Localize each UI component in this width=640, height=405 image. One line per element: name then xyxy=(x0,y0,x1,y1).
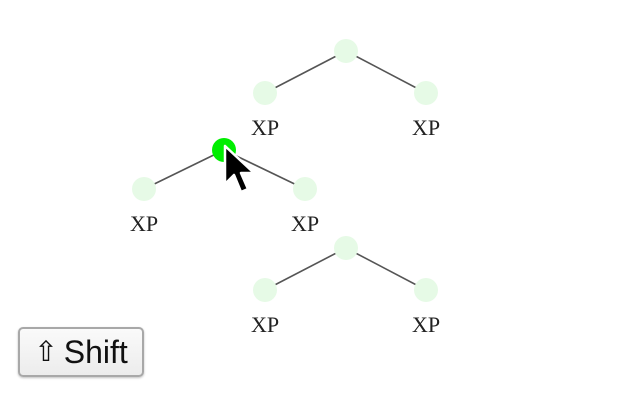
root-node-selected[interactable] xyxy=(212,138,236,162)
root-node[interactable] xyxy=(334,236,358,260)
shift-key-label: Shift xyxy=(63,333,128,370)
tree-3: XP XP xyxy=(251,236,440,337)
tree-2: XP XP xyxy=(130,138,319,236)
child-node[interactable] xyxy=(253,81,277,105)
tree-edge xyxy=(264,50,347,94)
child-node[interactable] xyxy=(293,177,317,201)
tree-edge xyxy=(345,50,427,94)
tree-edge xyxy=(264,247,347,291)
tree-edge xyxy=(143,149,225,190)
node-label: XP xyxy=(130,211,158,236)
tree-1: XP XP xyxy=(251,39,440,140)
tree-edge xyxy=(345,247,427,291)
node-label: XP xyxy=(251,115,279,140)
node-label: XP xyxy=(291,211,319,236)
node-label: XP xyxy=(412,115,440,140)
shift-key-button[interactable]: ⇧ Shift xyxy=(18,327,144,377)
node-label: XP xyxy=(251,312,279,337)
child-node[interactable] xyxy=(253,278,277,302)
root-node[interactable] xyxy=(334,39,358,63)
tree-edge xyxy=(223,149,306,190)
child-node[interactable] xyxy=(132,177,156,201)
node-label: XP xyxy=(412,312,440,337)
shift-arrow-icon: ⇧ xyxy=(34,335,58,368)
child-node[interactable] xyxy=(414,278,438,302)
child-node[interactable] xyxy=(414,81,438,105)
